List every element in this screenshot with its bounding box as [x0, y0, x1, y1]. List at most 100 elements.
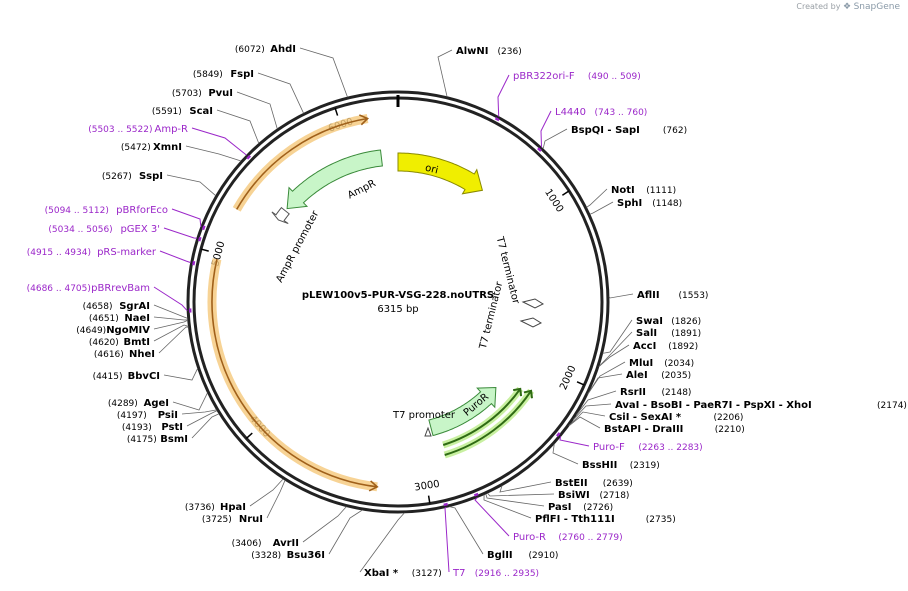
site-position: (490 .. 509)	[588, 72, 641, 82]
site-position: (5094 .. 5112)	[45, 206, 109, 216]
site-name: pGEX 3'	[120, 224, 160, 235]
primer-site-mark	[246, 154, 251, 160]
enzyme-label[interactable]: NotI(1111)	[611, 185, 676, 196]
primer-label[interactable]: Puro-R(2760 .. 2779)	[513, 532, 623, 543]
enzyme-label[interactable]: HpaI(3736)	[185, 502, 246, 513]
site-position: (1111)	[646, 186, 676, 196]
connector-line	[153, 316, 188, 321]
enzyme-label[interactable]: PstI(4193)	[122, 422, 183, 433]
enzyme-label[interactable]: BssHII(2319)	[582, 460, 660, 471]
enzyme-label[interactable]: BspQI - SapI(762)	[571, 125, 687, 136]
connector-line	[257, 72, 304, 114]
primer-label[interactable]: Puro-F(2263 .. 2283)	[593, 442, 703, 453]
site-name: pRS-marker	[97, 247, 157, 258]
enzyme-label[interactable]: SwaI(1826)	[636, 316, 701, 327]
enzyme-label[interactable]: AlwNI(236)	[456, 46, 522, 57]
snapgene-logo-icon: ❖	[842, 2, 852, 12]
connector-line	[568, 416, 601, 429]
plasmid-name: pLEW100v5-PUR-VSG-228.noUTRS	[302, 290, 494, 301]
site-name: XbaI *	[364, 568, 399, 579]
ori-label: ori	[424, 163, 439, 177]
enzyme-label[interactable]: AgeI(4289)	[108, 398, 169, 409]
site-name: AccI	[633, 341, 656, 352]
primer-label[interactable]: pGEX 3' (5034 .. 5056)	[48, 224, 160, 235]
enzyme-label[interactable]: AleI(2035)	[626, 370, 691, 381]
connector-line	[608, 293, 634, 299]
site-name: SspI	[139, 171, 163, 182]
enzyme-label[interactable]: SgrAI(4658)	[83, 301, 150, 312]
primer-label[interactable]: L4440(743 .. 760)	[555, 107, 647, 118]
site-name: T7	[452, 568, 465, 579]
enzyme-label[interactable]: AvaI - BsoBI - PaeR7I - PspXI - XhoI(217…	[615, 400, 907, 411]
site-position: (2916 .. 2935)	[475, 569, 539, 579]
green-track-outer-arrowhead-icon	[523, 389, 533, 399]
enzyme-label[interactable]: PasI(2726)	[548, 502, 613, 513]
enzyme-label[interactable]: BbvCI(4415)	[93, 371, 160, 382]
enzyme-label[interactable]: NaeI(4651)	[89, 313, 150, 324]
lower-orange-arc-line	[211, 258, 378, 488]
primer-site-mark	[197, 236, 202, 242]
site-position: (5034 .. 5056)	[48, 225, 112, 235]
enzyme-label[interactable]: MluI(2034)	[629, 358, 694, 369]
enzyme-label[interactable]: AflII(1553)	[637, 290, 708, 301]
site-position: (3406)	[232, 539, 262, 549]
connector-line	[236, 91, 278, 130]
connector-line	[540, 110, 552, 148]
tick-mark	[576, 381, 585, 386]
site-name: Bsu36I	[287, 550, 325, 561]
enzyme-label[interactable]: AhdI(6072)	[235, 44, 296, 55]
enzyme-label[interactable]: XmnI(5472)	[121, 142, 182, 153]
enzyme-label[interactable]: NgoMIV(4649)	[76, 325, 150, 336]
site-position: (1891)	[671, 329, 701, 339]
enzyme-label[interactable]: SspI(5267)	[102, 171, 163, 182]
enzyme-label[interactable]: BmtI(4620)	[89, 337, 150, 348]
enzyme-label[interactable]: PvuI(5703)	[172, 88, 233, 99]
enzyme-label[interactable]: AvrII(3406)	[232, 538, 299, 549]
connector-line	[598, 344, 630, 368]
enzyme-label[interactable]: XbaI *(3127)	[364, 568, 442, 579]
site-name: ScaI	[189, 106, 213, 117]
connector-line	[552, 443, 579, 465]
primer-label[interactable]: T7 (2916 .. 2935)	[452, 568, 539, 579]
enzyme-label[interactable]: BstEII(2639)	[555, 478, 633, 489]
enzyme-label[interactable]: SphI(1148)	[617, 198, 682, 209]
site-name: NgoMIV	[106, 325, 150, 336]
enzyme-label[interactable]: FspI(5849)	[193, 69, 254, 80]
site-position: (4686 .. 4705)	[27, 284, 91, 294]
enzyme-label[interactable]: CsiI - SexAI *(2206)	[609, 412, 743, 423]
connector-line	[299, 47, 348, 98]
site-name: PsiI	[158, 410, 178, 421]
primer-label[interactable]: pBRrevBam(4686 .. 4705)	[27, 283, 150, 294]
connector-line	[216, 109, 260, 144]
enzyme-label[interactable]: PsiI(4197)	[117, 410, 178, 421]
site-position: (4193)	[122, 423, 152, 433]
site-position: (4651)	[89, 314, 119, 324]
enzyme-label[interactable]: BstAPI - DraIII(2210)	[604, 424, 745, 435]
site-name: PasI	[548, 502, 571, 513]
enzyme-label[interactable]: PflFI - Tth111I(2735)	[535, 514, 676, 525]
tick-mark	[561, 190, 570, 196]
enzyme-label[interactable]: RsrII(2148)	[620, 387, 691, 398]
ori-arrow	[397, 152, 484, 195]
site-position: (4289)	[108, 399, 138, 409]
enzyme-label[interactable]: AccI(1892)	[633, 341, 698, 352]
enzyme-label[interactable]: BsiWI(2718)	[558, 490, 629, 501]
primer-site-mark	[192, 260, 196, 266]
connector-line	[185, 145, 242, 162]
enzyme-label[interactable]: BsmI(4175)	[127, 434, 188, 445]
enzyme-label[interactable]: NheI(4616)	[94, 349, 155, 360]
enzyme-label[interactable]: SalI(1891)	[636, 328, 701, 339]
primer-label[interactable]: pBRforEco(5094 .. 5112)	[45, 205, 168, 216]
primer-label[interactable]: Amp-R(5503 .. 5522)	[88, 124, 188, 135]
site-name: PvuI	[208, 88, 233, 99]
primer-site-mark	[556, 432, 561, 437]
primer-site-mark	[201, 225, 206, 231]
site-name: CsiI - SexAI *	[609, 412, 682, 423]
enzyme-label[interactable]: NruI(3725)	[202, 514, 263, 525]
enzyme-label[interactable]: ScaI(5591)	[152, 106, 213, 117]
enzyme-label[interactable]: Bsu36I(3328)	[251, 550, 325, 561]
primer-label[interactable]: pBR322ori-F(490 .. 509)	[513, 71, 641, 82]
site-name: L4440	[555, 107, 586, 118]
primer-label[interactable]: pRS-marker(4915 .. 4934)	[27, 247, 157, 258]
enzyme-label[interactable]: BglII(2910)	[487, 550, 558, 561]
